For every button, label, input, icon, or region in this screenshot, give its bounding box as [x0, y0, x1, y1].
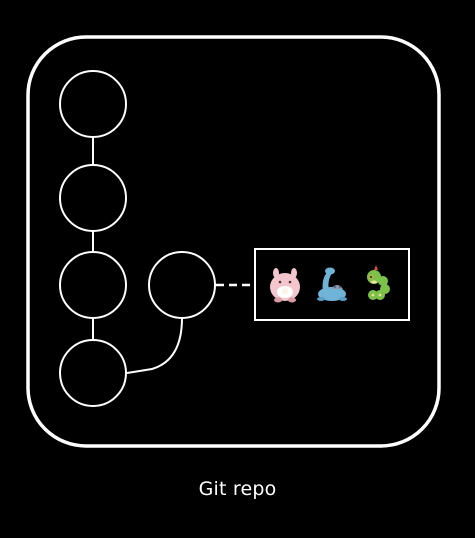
lapras-icon — [317, 267, 347, 301]
caterpie-icon — [367, 265, 390, 300]
commit-node — [59, 164, 127, 232]
feature-commit-node — [148, 251, 216, 319]
chansey-icon — [270, 268, 300, 303]
commit-node — [59, 251, 127, 319]
diagram-caption: Git repo — [198, 478, 277, 500]
commit-node — [59, 70, 127, 138]
repo-frame — [26, 35, 441, 448]
commit-node — [59, 339, 127, 407]
attached-items-box — [254, 248, 410, 321]
branch-link — [126, 317, 183, 374]
